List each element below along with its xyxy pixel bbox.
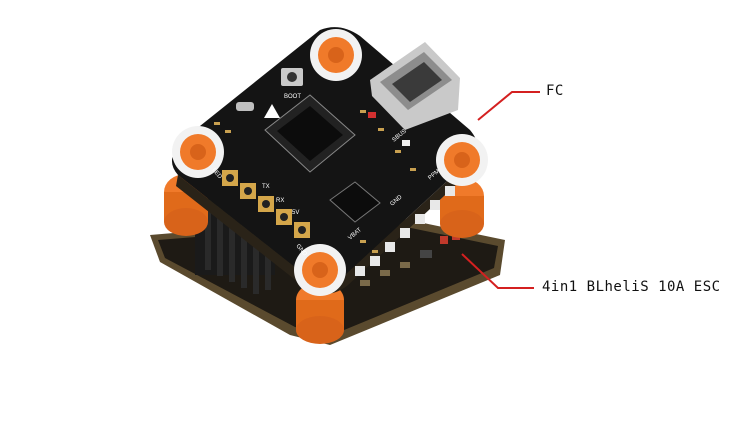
pad-label: RX [276, 198, 284, 204]
solder-pads-left [222, 170, 310, 238]
mount-holes [172, 29, 488, 296]
boot-label-text: BOOT [284, 94, 301, 100]
solder-pads-right [355, 186, 455, 276]
pad-label: TX [262, 184, 270, 190]
fc-callout-line [477, 91, 540, 121]
callout-lines [461, 91, 540, 289]
pad-label: 5V [292, 210, 299, 216]
usb-connector [370, 42, 460, 130]
esc-callout-line [461, 253, 534, 289]
fc-board: PIKO-BLX-EVO 2022 BOOT LED TX RX 5V GND … [171, 27, 488, 296]
fc-callout-label: FC [546, 83, 564, 99]
esc-callout-label: 4in1 BLheliS 10A ESC [542, 279, 721, 295]
